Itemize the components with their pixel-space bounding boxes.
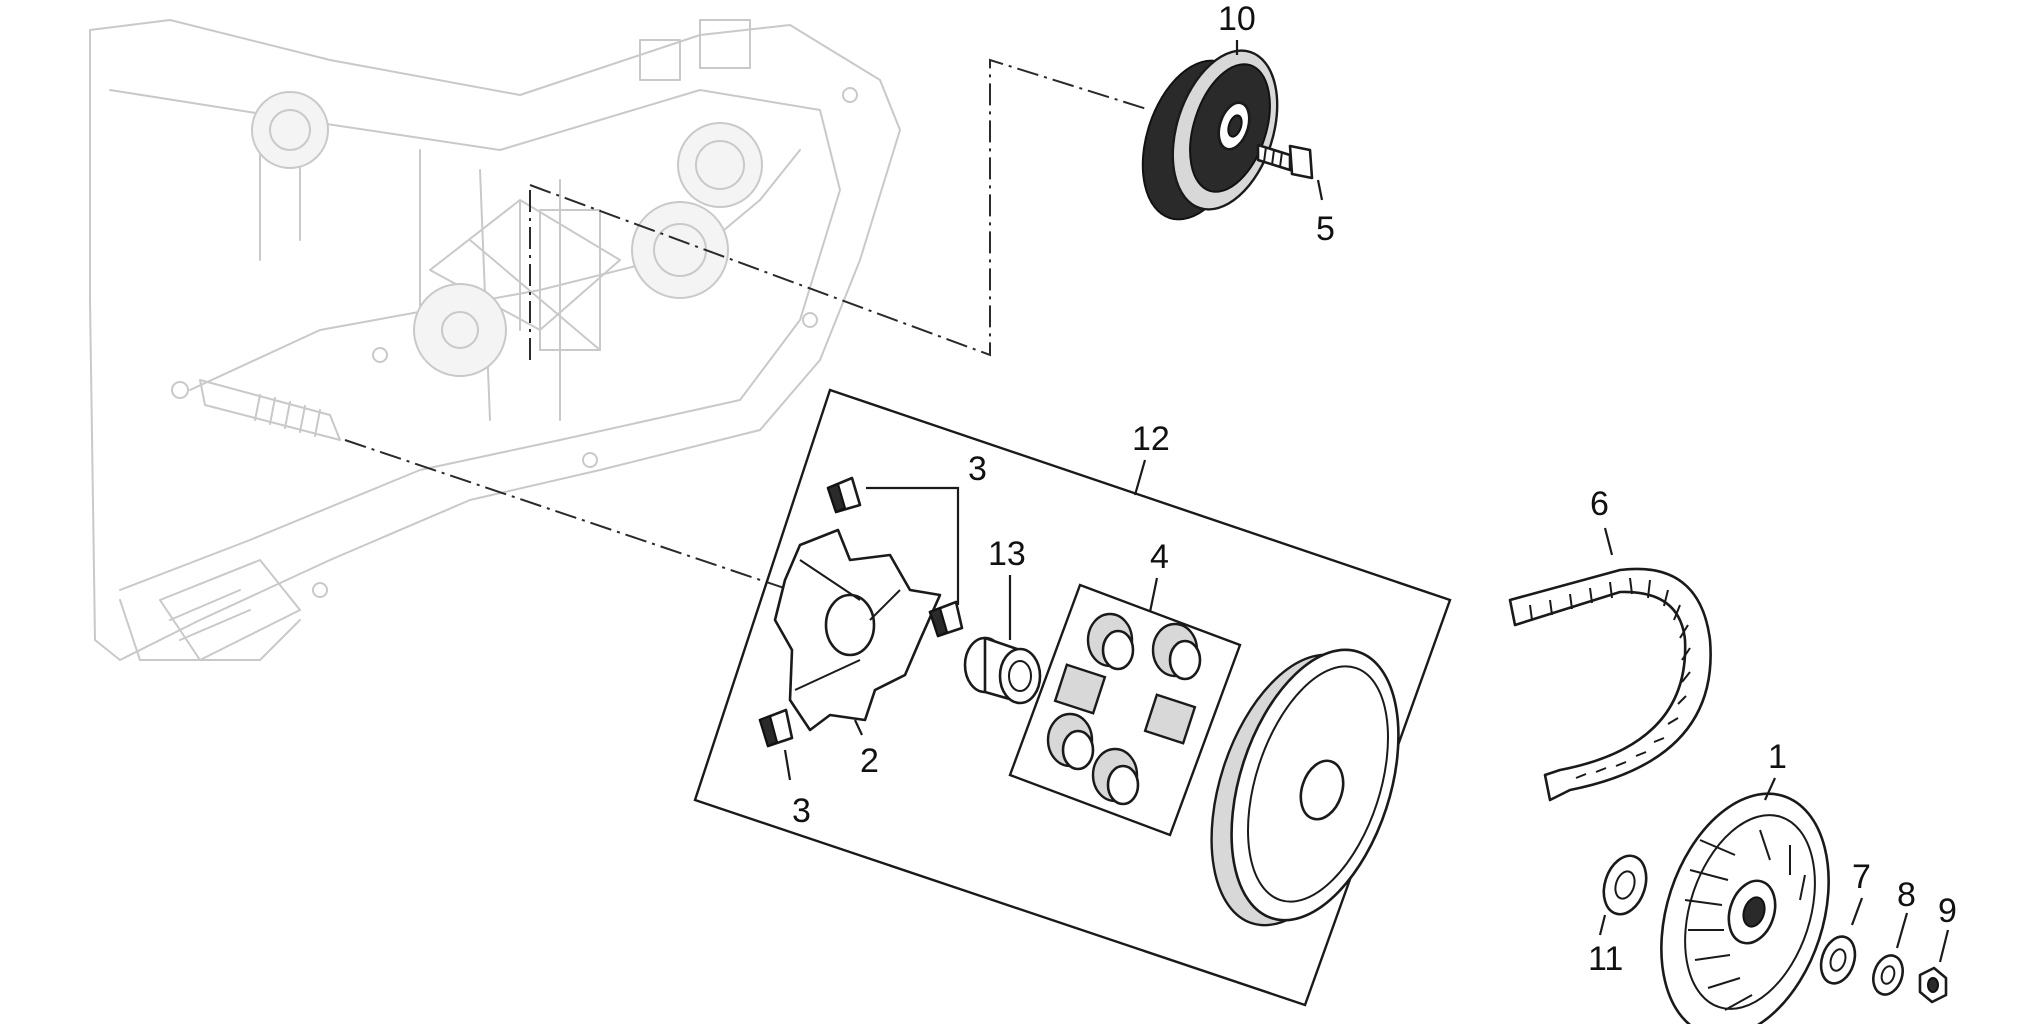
roller-weights-set bbox=[1008, 583, 1242, 837]
callout-9: 9 bbox=[1938, 892, 1957, 930]
ramp-plate bbox=[773, 528, 942, 732]
callout-3-top: 3 bbox=[968, 450, 987, 488]
crankshaft-thread bbox=[199, 379, 341, 441]
washer-8 bbox=[1872, 954, 1904, 996]
leader-lines bbox=[783, 40, 1950, 963]
callout-7: 7 bbox=[1852, 858, 1871, 896]
callout-4: 4 bbox=[1150, 538, 1169, 576]
callout-10: 10 bbox=[1218, 0, 1256, 38]
callout-5: 5 bbox=[1316, 210, 1335, 248]
callout-labels: 10 5 12 3 13 4 2 3 6 1 11 7 8 9 bbox=[792, 0, 1957, 978]
washer-11 bbox=[1602, 854, 1648, 916]
variator-pulley bbox=[1210, 648, 1400, 927]
fixed-fan-pulley bbox=[1660, 792, 1830, 1024]
nut-9 bbox=[1918, 966, 1948, 1004]
callout-6: 6 bbox=[1590, 485, 1609, 523]
washer-7 bbox=[1819, 935, 1857, 985]
callout-2: 2 bbox=[860, 742, 879, 780]
drive-belt bbox=[1508, 567, 1712, 802]
idler-roller bbox=[1141, 49, 1279, 221]
roller-bolt bbox=[1256, 143, 1314, 180]
variator-bushing bbox=[963, 636, 1042, 705]
callout-3-bottom: 3 bbox=[792, 792, 811, 830]
callout-1: 1 bbox=[1768, 738, 1787, 776]
callout-12: 12 bbox=[1132, 420, 1170, 458]
callout-8: 8 bbox=[1897, 876, 1916, 914]
variator-kit-frame bbox=[693, 388, 1452, 1007]
callout-11: 11 bbox=[1588, 940, 1623, 978]
callout-13: 13 bbox=[988, 535, 1026, 573]
slider-guides bbox=[758, 476, 964, 748]
engine-crankcase-outline bbox=[89, 19, 901, 661]
assembly-axes bbox=[344, 58, 1151, 591]
